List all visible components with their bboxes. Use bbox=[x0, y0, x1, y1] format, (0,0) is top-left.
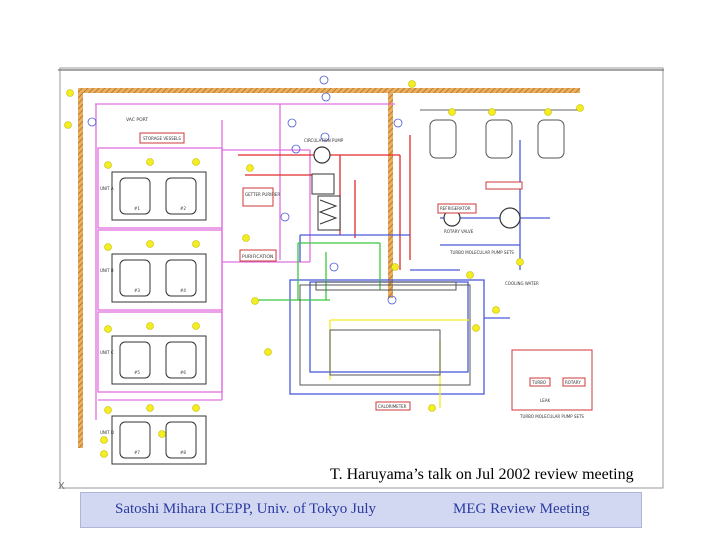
pumps bbox=[313, 146, 521, 229]
label-vessel-2: #2 bbox=[180, 206, 186, 211]
label-purification: PURIFICATION bbox=[242, 254, 273, 260]
x-mark: X bbox=[58, 481, 65, 492]
label-cooling-water: COOLING WATER bbox=[505, 281, 539, 286]
label-vessel-1: #1 bbox=[134, 206, 140, 211]
label-vessel-5: #5 bbox=[134, 370, 140, 375]
label-unit-a: UNIT A bbox=[100, 186, 114, 191]
footer-bar: Satoshi Mihara ICEPP, Univ. of Tokyo Jul… bbox=[80, 492, 642, 528]
label-turbo-pump-sets-2: TURBO MOLECULAR PUMP SETS bbox=[519, 414, 584, 419]
yellow-markers bbox=[64, 80, 584, 458]
calorimeter-flange bbox=[315, 281, 457, 291]
unit-box-outlines bbox=[111, 171, 207, 465]
dewar-vessels bbox=[429, 119, 565, 159]
heat-exchangers bbox=[311, 173, 341, 231]
diagram-frame bbox=[59, 67, 664, 489]
label-vessel-7: #7 bbox=[134, 450, 140, 455]
hatched-header-top bbox=[80, 88, 580, 93]
reference-circles bbox=[87, 75, 403, 305]
hatched-header-mid bbox=[388, 88, 393, 298]
hatched-header-left bbox=[78, 88, 83, 448]
caption: T. Haruyama’s talk on Jul 2002 review me… bbox=[330, 466, 634, 483]
green-lines bbox=[255, 242, 381, 301]
calorimeter-outer bbox=[299, 284, 471, 386]
pink-lines bbox=[95, 103, 395, 420]
unit-a-vessels bbox=[119, 177, 197, 459]
label-vessel-4: #4 bbox=[180, 288, 186, 293]
footer-right-text: MEG Review Meeting bbox=[453, 501, 590, 517]
label-circulation-pump: CIRCULATION PUMP bbox=[304, 138, 344, 143]
label-refrigerator: REFRIGERATOR bbox=[440, 206, 471, 211]
footer-left-text: Satoshi Mihara ICEPP, Univ. of Tokyo Jul… bbox=[115, 501, 377, 517]
label-vessel-3: #3 bbox=[134, 288, 140, 293]
label-storage-vessels: STORAGE VESSELS bbox=[143, 136, 181, 141]
label-boxes bbox=[139, 132, 593, 411]
label-leak: LEAK bbox=[540, 398, 550, 403]
label-vessel-6: #6 bbox=[180, 370, 186, 375]
label-turbo-pump-sets: TURBO MOLECULAR PUMP SETS bbox=[449, 250, 514, 255]
label-calorimeter: CALORIMETER bbox=[378, 404, 407, 409]
label-rotary: ROTARY bbox=[565, 380, 581, 385]
label-vessel-8: #8 bbox=[180, 450, 186, 455]
label-vac-port: VAC PORT bbox=[126, 117, 148, 123]
yellow-lines bbox=[329, 319, 470, 408]
label-turbo: TURBO bbox=[531, 380, 546, 385]
label-unit-c: UNIT C bbox=[100, 350, 114, 355]
label-rotary-valve: ROTARY VALVE bbox=[444, 229, 474, 234]
calorimeter-inner bbox=[329, 329, 441, 376]
label-unit-b: UNIT B bbox=[100, 268, 114, 273]
label-unit-d: UNIT D bbox=[100, 430, 114, 435]
label-getter-purifier: GETTER PURIFIER bbox=[245, 192, 280, 197]
